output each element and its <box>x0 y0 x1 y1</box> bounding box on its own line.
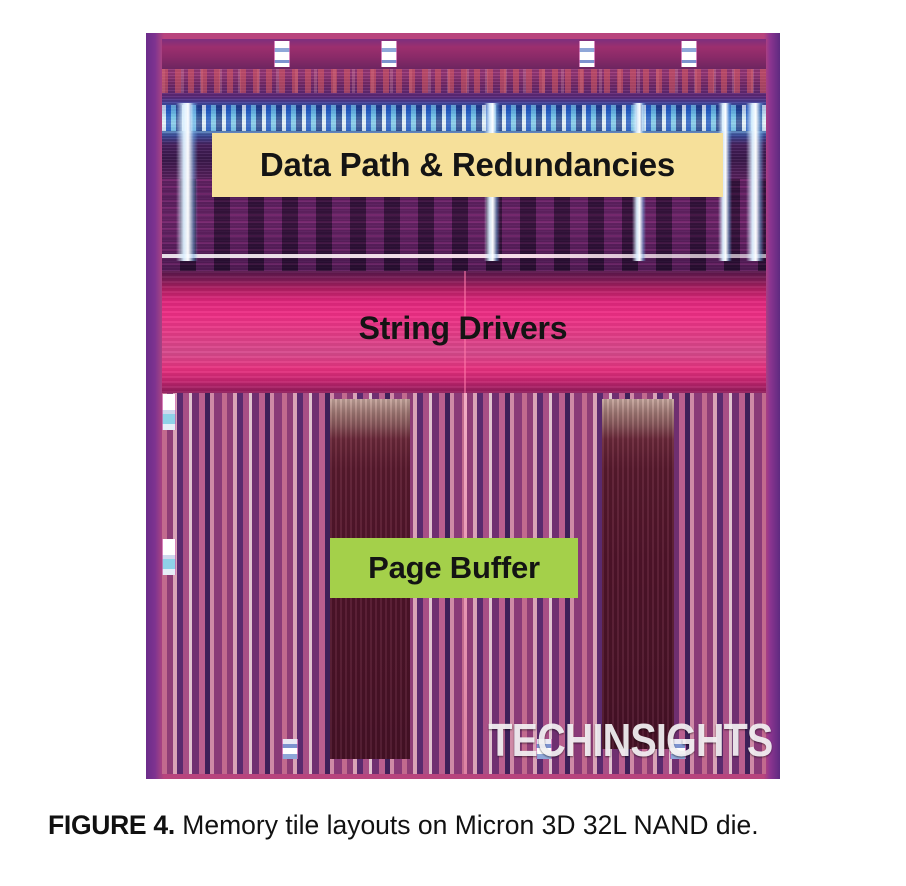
string-drivers-center-seam <box>464 271 466 393</box>
annotation-data-path-redundancies: Data Path & Redundancies <box>212 133 723 197</box>
memory-block <box>602 399 674 749</box>
annotation-string-drivers: String Drivers <box>358 309 568 346</box>
bond-pad-marker <box>381 41 397 67</box>
figure-caption-text: Memory tile layouts on Micron 3D 32L NAN… <box>182 810 759 840</box>
die-pillar <box>176 103 198 261</box>
bond-pad-marker <box>282 739 298 759</box>
bond-pad-marker <box>162 539 176 575</box>
annotation-page-buffer: Page Buffer <box>330 538 578 598</box>
bond-pad-marker <box>579 41 595 67</box>
techinsights-watermark: TECHINSIGHTS <box>487 714 773 766</box>
bond-pad-marker <box>536 739 552 759</box>
data-path-metal-line <box>162 254 766 258</box>
bond-pad-marker <box>681 41 697 67</box>
bond-pad-marker <box>274 41 290 67</box>
figure-caption-label: FIGURE 4. <box>48 810 175 840</box>
bond-pad-marker <box>670 739 686 759</box>
die-top-pad-row <box>162 39 766 69</box>
figure-caption: FIGURE 4. Memory tile layouts on Micron … <box>48 808 868 842</box>
die-pillar <box>746 103 764 261</box>
bond-pad-marker <box>162 394 176 430</box>
